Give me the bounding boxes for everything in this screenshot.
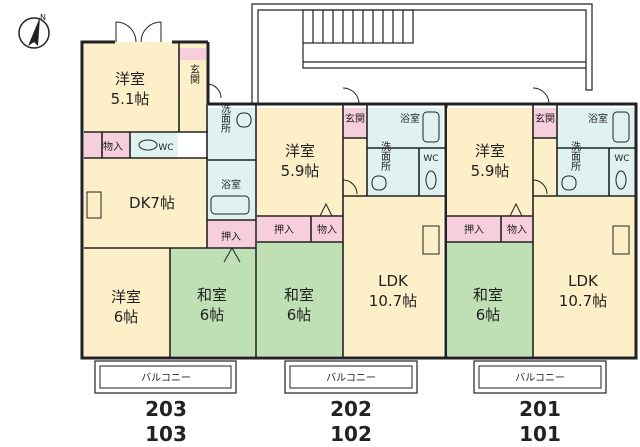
label-balcony-202: バルコニー <box>326 372 376 384</box>
label-senmenjo-202: 洗面所 <box>379 141 391 172</box>
label-yokushitsu-202: 浴室 <box>400 112 420 125</box>
label-ldk-202-size: 10.7帖 <box>369 292 417 310</box>
oshiire-203 <box>207 220 255 248</box>
label-monoire-201: 物入 <box>507 223 527 236</box>
room-youshitsu-6 <box>84 248 170 356</box>
wc-201 <box>609 148 635 196</box>
unit-201: 洋室 5.9帖 玄関 浴室 洗面所 WC 押入 物入 和室 6帖 LDK 10.… <box>446 87 638 446</box>
label-youshitsu-201: 洋室 <box>475 142 505 160</box>
room-washitsu-202 <box>257 242 343 356</box>
label-wc-203: WC <box>158 143 173 153</box>
label-balcony-201: バルコニー <box>515 372 565 384</box>
oshiire-201 <box>447 216 501 242</box>
wc-203 <box>130 132 178 158</box>
label-wc-201: WC <box>614 154 629 164</box>
unit-number-102: 102 <box>330 422 372 446</box>
washroom-202 <box>367 148 419 196</box>
compass-label: N <box>40 13 46 22</box>
bath-202 <box>367 108 443 148</box>
label-youshitsu-5-1-size: 5.1帖 <box>111 90 150 108</box>
label-dk7: DK7帖 <box>129 194 175 212</box>
unit-number-103: 103 <box>145 422 187 446</box>
label-genkan-201: 玄関 <box>535 112 555 125</box>
shoebox-203 <box>179 48 206 60</box>
label-washitsu-203-size: 6帖 <box>200 306 225 324</box>
room-ldk-202 <box>343 196 443 356</box>
label-washitsu-203: 和室 <box>197 286 227 304</box>
label-youshitsu-201-size: 5.9帖 <box>471 162 510 180</box>
label-senmenjo-201: 洗面所 <box>569 141 581 172</box>
room-ldk-201 <box>533 196 635 356</box>
label-monoire-202: 物入 <box>317 223 337 236</box>
label-youshitsu-6-size: 6帖 <box>114 308 139 326</box>
label-youshitsu-6: 洋室 <box>111 288 141 306</box>
room-dk7 <box>84 158 207 248</box>
label-youshitsu-202: 洋室 <box>285 142 315 160</box>
unit-number-101: 101 <box>519 422 561 446</box>
washroom-201 <box>557 148 609 196</box>
closet-203-b <box>102 132 130 158</box>
label-oshiire-203: 押入 <box>221 230 241 243</box>
unit-203: 洋室 5.1帖 玄関 物入 WC 洗面所 浴室 DK7帖 押入 洋室 6帖 和室… <box>80 21 257 446</box>
washroom-203 <box>207 108 255 160</box>
bath-201 <box>557 108 635 148</box>
label-washitsu-202-size: 6帖 <box>287 306 312 324</box>
label-wc-202: WC <box>423 154 438 164</box>
label-yokushitsu-201: 浴室 <box>588 112 608 125</box>
label-washitsu-202: 和室 <box>284 286 314 304</box>
label-ldk-201: LDK <box>568 272 599 290</box>
label-senmenjo-203: 洗面所 <box>219 103 231 134</box>
label-oshiire-202: 押入 <box>274 223 294 236</box>
label-genkan-202: 玄関 <box>345 112 365 125</box>
label-yokushitsu-203: 浴室 <box>221 178 241 191</box>
closet-203-a <box>84 132 102 158</box>
room-youshitsu-202 <box>257 108 343 216</box>
label-washitsu-201: 和室 <box>473 286 503 304</box>
label-ldk-201-size: 10.7帖 <box>559 292 607 310</box>
label-youshitsu-202-size: 5.9帖 <box>281 162 320 180</box>
room-youshitsu-201 <box>447 108 533 216</box>
label-youshitsu-5-1: 洋室 <box>115 70 145 88</box>
label-oshiire-201: 押入 <box>464 223 484 236</box>
label-washitsu-201-size: 6帖 <box>476 306 501 324</box>
room-washitsu-201 <box>447 242 533 356</box>
shoebox-202 <box>343 108 367 138</box>
shoebox-201 <box>533 108 557 138</box>
north-arrow-icon <box>28 17 40 46</box>
unit-number-201: 201 <box>519 397 561 421</box>
room-youshitsu-5-1 <box>84 42 179 132</box>
monoire-201 <box>501 216 533 242</box>
label-ldk-202: LDK <box>378 272 409 290</box>
label-balcony-203: バルコニー <box>141 372 191 384</box>
monoire-202 <box>311 216 343 242</box>
unit-202: 洋室 5.9帖 玄関 浴室 洗面所 WC 押入 物入 和室 6帖 LDK 10.… <box>256 87 448 446</box>
unit-number-202: 202 <box>330 397 372 421</box>
bath-203 <box>207 160 255 220</box>
room-washitsu-203 <box>170 248 255 356</box>
label-monoire-203: 物入 <box>103 140 123 153</box>
stairs-and-corridor <box>251 3 593 104</box>
label-genkan-203: 玄関 <box>188 63 200 85</box>
oshiire-202 <box>257 216 311 242</box>
unit-number-203: 203 <box>145 397 187 421</box>
compass: N <box>18 13 50 49</box>
wc-202 <box>419 148 443 196</box>
